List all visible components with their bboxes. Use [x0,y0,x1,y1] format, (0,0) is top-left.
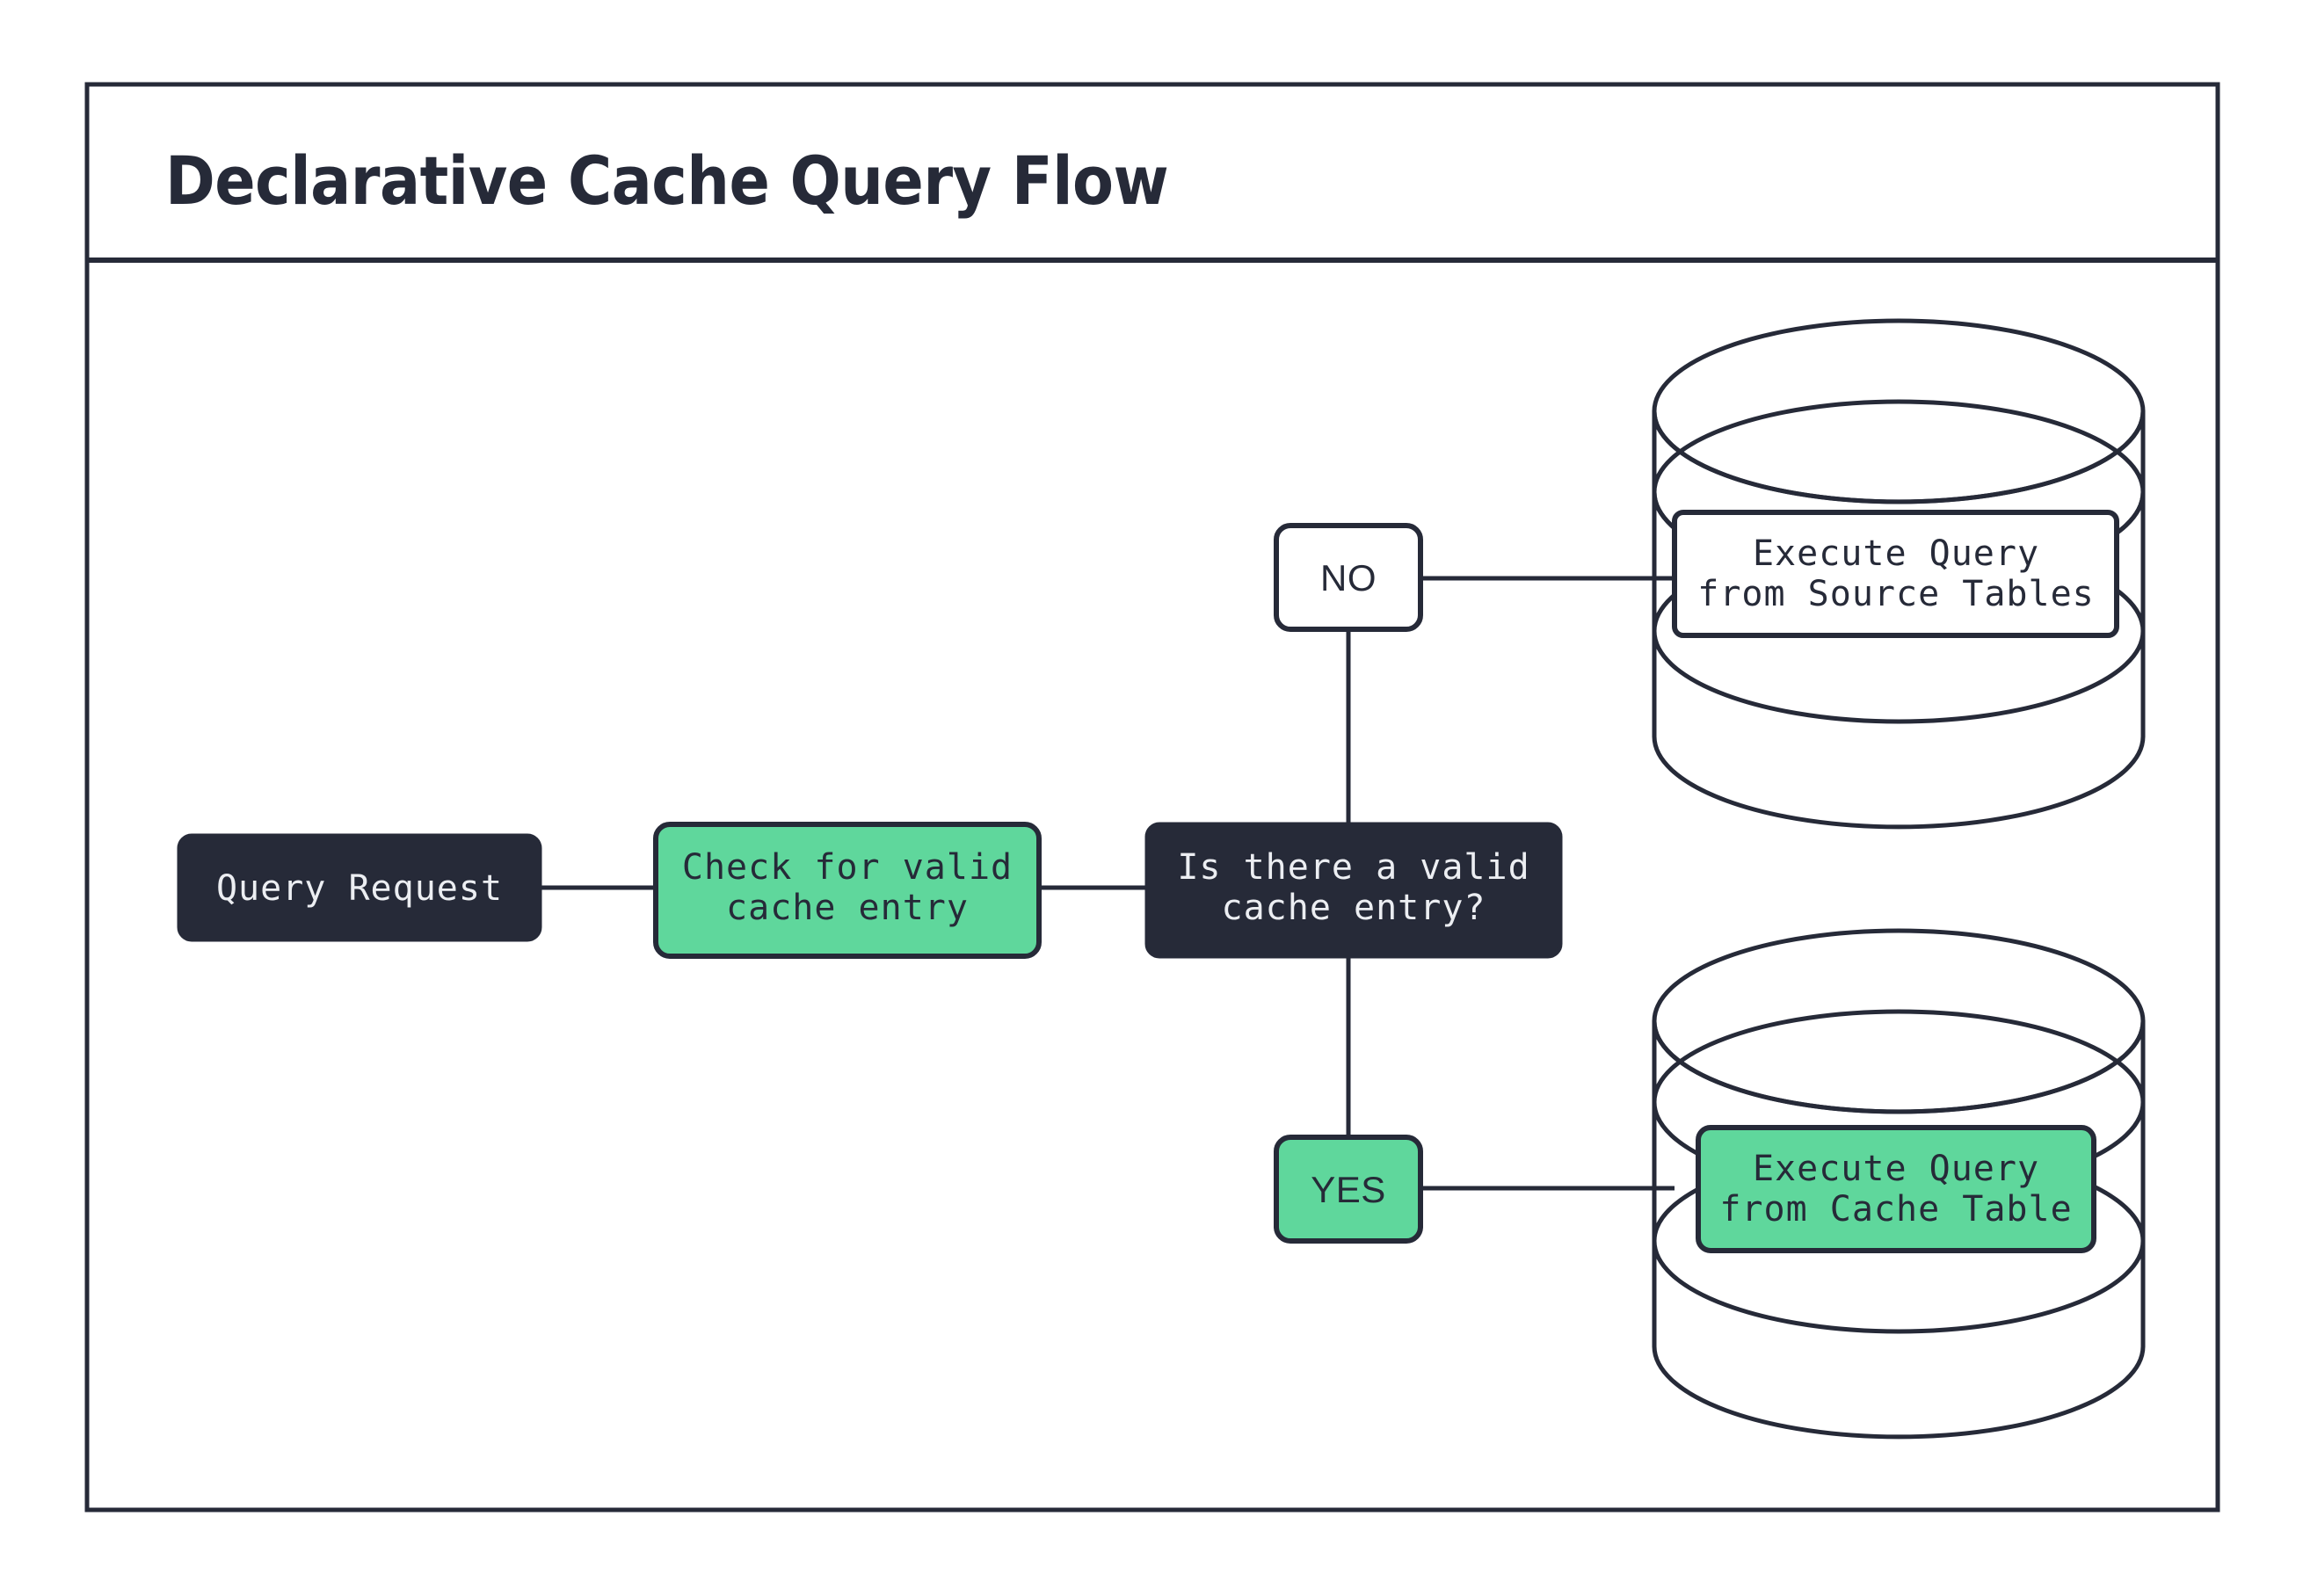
node-decision-line2: cache entry? [1222,888,1486,928]
node-source-tables-line1: Execute Query [1753,533,2039,574]
database-cylinder-cache [1652,928,2146,1440]
branch-label-yes[interactable]: YES [1274,1135,1423,1244]
branch-label-yes-shape[interactable] [1274,1135,1423,1244]
node-source-tables[interactable]: Execute Query from Source Tables [1672,510,2119,638]
node-query-request-shape[interactable] [177,833,542,942]
node-check-cache[interactable]: Check for valid cache entry [653,822,1042,959]
node-cache-table[interactable]: Execute Query from Cache Table [1696,1125,2096,1253]
node-source-tables-line2: from Source Tables [1697,574,2094,614]
node-cache-table-shape[interactable] [1696,1125,2096,1253]
node-cache-table-line2: from Cache Table [1719,1189,2072,1230]
node-check-cache-line1: Check for valid [682,847,1013,888]
branch-label-no[interactable]: NO [1274,523,1423,632]
node-decision[interactable]: Is there a valid cache entry? [1144,822,1563,959]
page-title: Declarative Cache Query Flow [165,141,1168,220]
branch-label-yes-text: YES [1311,1169,1386,1210]
branch-label-no-shape[interactable] [1274,523,1423,632]
node-check-cache-line2: cache entry [726,888,969,928]
node-query-request[interactable]: Query Request [177,833,542,942]
node-check-cache-shape[interactable] [653,822,1042,959]
node-decision-line1: Is there a valid [1177,847,1529,888]
diagram-frame [84,82,2220,1513]
branch-label-no-text: NO [1320,557,1377,598]
node-cache-table-line1: Execute Query [1753,1149,2039,1189]
node-decision-shape[interactable] [1144,822,1563,959]
node-query-request-label: Query Request [216,868,503,909]
node-source-tables-shape[interactable] [1672,510,2119,638]
